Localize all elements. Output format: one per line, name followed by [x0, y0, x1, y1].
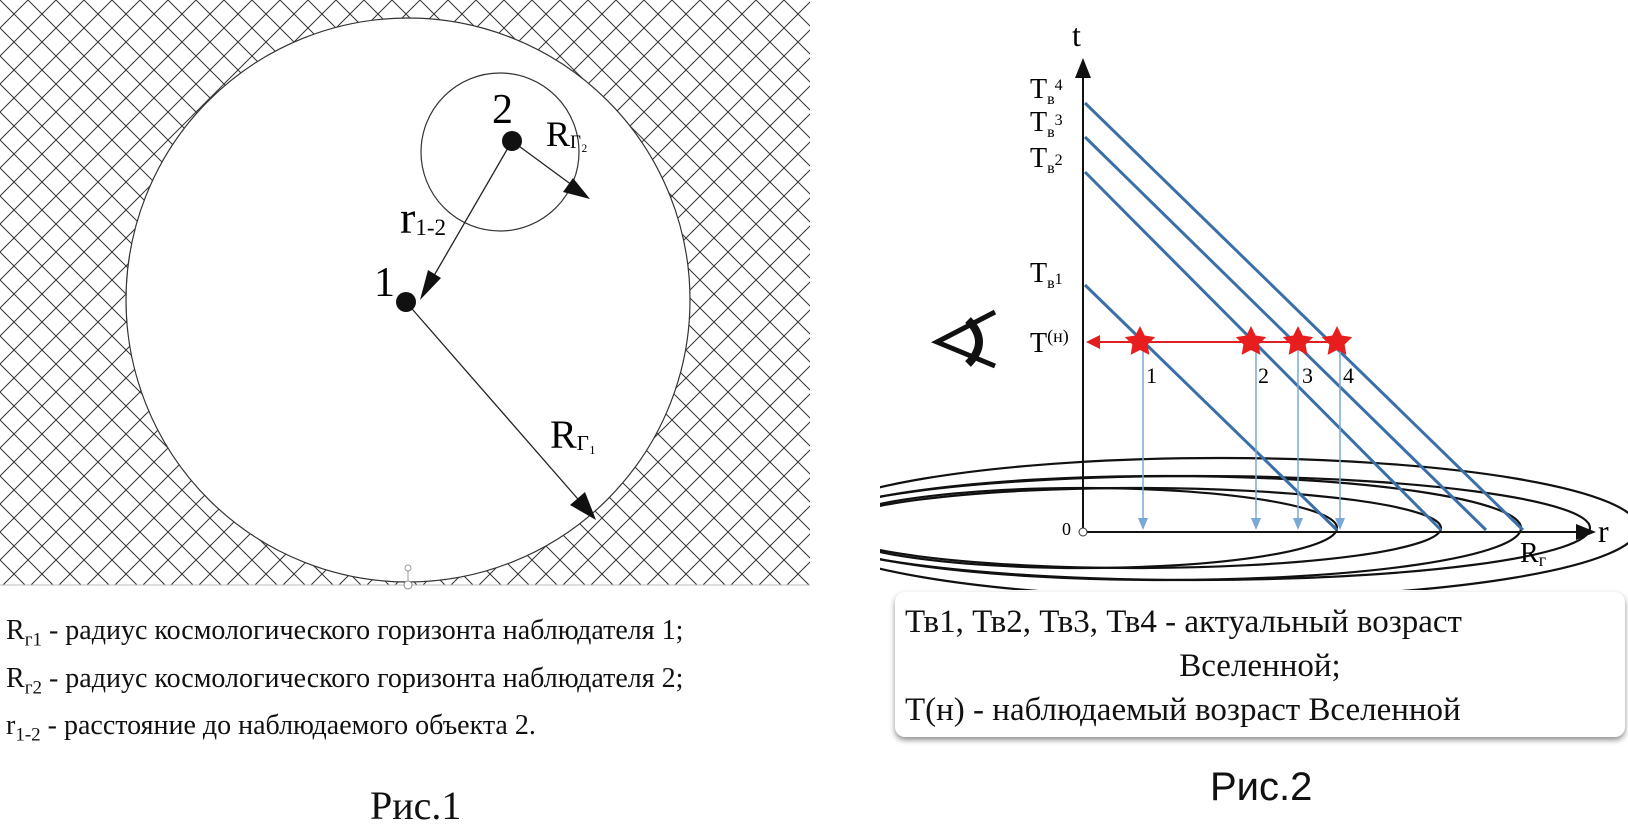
star-icon: [1282, 326, 1314, 355]
legend-row-rg1: Rг1 - радиус космологического горизонта …: [6, 615, 684, 651]
star-label-2: 2: [1258, 363, 1269, 388]
label-r12: r1-2: [400, 192, 446, 243]
rg2-arrow: [511, 140, 577, 189]
r12-arrow: [427, 140, 513, 287]
star-label-3: 3: [1302, 363, 1313, 388]
handle-icon: [403, 580, 413, 590]
tv1-label: Tв1: [1030, 258, 1063, 292]
label-rg2: RГ₂: [546, 114, 588, 154]
figure-2-legend: Тв1, Тв2, Тв3, Тв4 - актуальный возраст …: [895, 592, 1625, 737]
figure-2: t r 0 Rг Tв4 Tв3 Tв2 Tв1 T(н) 1 2 3 4: [880, 17, 1628, 590]
r-axis-label: r: [1598, 513, 1609, 549]
star-label-4: 4: [1343, 363, 1354, 388]
t-axis-label: t: [1072, 17, 1081, 53]
star-icon: [1235, 326, 1267, 355]
tn-label: T(н): [1030, 326, 1069, 359]
light-cone-lines: [1083, 101, 1525, 532]
observer-1-dot: [396, 292, 416, 312]
label-point-1: 1: [374, 260, 395, 306]
origin-marker: [1078, 527, 1088, 537]
origin-label: 0: [1062, 519, 1071, 539]
figure-1-legend: Rг1 - радиус космологического горизонта …: [6, 612, 683, 755]
rg1-arrow: [405, 301, 585, 507]
eye-icon: [931, 309, 997, 369]
label-point-2: 2: [492, 87, 513, 133]
tv3-label: Tв3: [1030, 107, 1063, 141]
legend2-line-2: Вселенной;: [1179, 648, 1341, 684]
figure-1-caption: Рис.1: [370, 783, 462, 828]
legend2-line-3: Т(н) - наблюдаемый возраст Вселенной: [905, 692, 1461, 728]
figure-2-caption: Рис.2: [1210, 765, 1313, 809]
figure-1: 1 2 r1-2 RГ₁ RГ₂: [0, 0, 810, 590]
legend-row-r12: r1-2 - расстояние до наблюдаемого объект…: [6, 710, 536, 746]
object-2-dot: [502, 131, 522, 151]
star-label-1: 1: [1146, 363, 1157, 388]
legend-row-rg2: Rг2 - радиус космологического горизонта …: [6, 662, 684, 699]
star-icon: [1124, 326, 1156, 355]
tv4-label: Tв4: [1030, 74, 1063, 108]
tv2-label: Tв2: [1030, 143, 1063, 177]
horizon-circle-2: [420, 72, 580, 232]
star-icons: [1124, 326, 1353, 355]
legend2-line-1: Тв1, Тв2, Тв3, Тв4 - актуальный возраст: [905, 604, 1462, 640]
star-icon: [1321, 326, 1353, 355]
rg-label: Rг: [1520, 538, 1546, 570]
projection-lines: [1142, 342, 1341, 526]
label-rg1: RГ₁: [550, 412, 596, 457]
